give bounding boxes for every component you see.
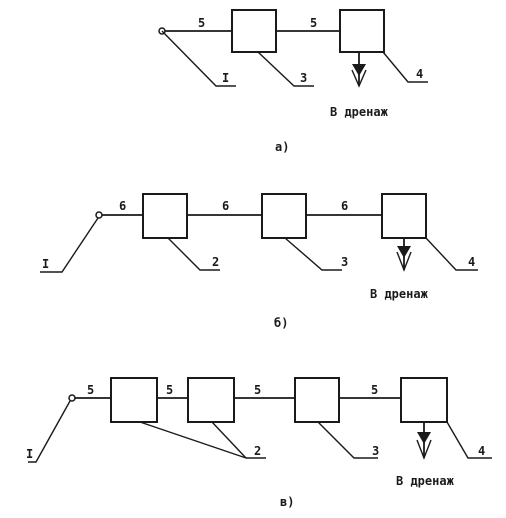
callout-3: 3 — [372, 444, 379, 458]
callout-2: 2 — [212, 255, 219, 269]
inlet-valve — [95, 211, 103, 219]
leader-1 — [161, 30, 236, 87]
callout-2: 2 — [254, 444, 261, 458]
unit-4 — [400, 377, 448, 423]
leader-2b — [211, 421, 247, 459]
unit-2 — [142, 193, 188, 239]
drain-outlet — [351, 69, 367, 88]
drain-outlet — [396, 251, 412, 272]
unit-2a — [110, 377, 158, 423]
drain-label: В дренаж — [370, 287, 429, 301]
leader-1 — [28, 400, 71, 463]
pipe-label: 5 — [310, 16, 317, 30]
leader-4 — [425, 237, 478, 271]
leader-4 — [446, 421, 492, 459]
unit-2b — [187, 377, 235, 423]
drain-arrow — [352, 64, 366, 76]
unit-4 — [381, 193, 427, 239]
leader-3 — [284, 237, 342, 271]
diagram-b: 6 6 6 I 2 3 4 В дренаж б) — [40, 193, 478, 330]
callout-4: 4 — [416, 67, 423, 81]
diagram-a: 5 5 I 3 4 В дренаж а) — [158, 9, 428, 154]
callout-3: 3 — [341, 255, 348, 269]
pipe-label: 5 — [254, 383, 261, 397]
drain-label: В дренаж — [330, 105, 389, 119]
drain-arrow — [397, 246, 411, 258]
callout-3: 3 — [300, 71, 307, 85]
unit-3 — [261, 193, 307, 239]
drain-label: В дренаж — [396, 474, 455, 488]
unit-4 — [339, 9, 385, 53]
diagram-c: 5 5 5 5 I 2 3 4 В дренаж в) — [26, 377, 492, 509]
pipe-label: 6 — [119, 199, 126, 213]
callout-1: I — [26, 447, 33, 461]
drain-outlet — [416, 439, 432, 460]
inlet-valve — [68, 394, 76, 402]
unit-3 — [231, 9, 277, 53]
caption-c: в) — [280, 495, 294, 509]
pipe-label: 6 — [222, 199, 229, 213]
pipe-label: 6 — [341, 199, 348, 213]
callout-4: 4 — [478, 444, 485, 458]
pipe-label: 5 — [166, 383, 173, 397]
callout-1: I — [42, 257, 49, 271]
leader-2a — [139, 421, 247, 459]
pipe-label: 5 — [371, 383, 378, 397]
callout-4: 4 — [468, 255, 475, 269]
leader-4 — [382, 51, 428, 83]
leader-1 — [40, 217, 99, 273]
leader-3 — [257, 51, 314, 87]
drain-arrow — [417, 432, 431, 444]
caption-b: б) — [274, 316, 288, 330]
leader-2 — [167, 237, 220, 271]
callout-1: I — [222, 71, 229, 85]
pipe-label: 5 — [198, 16, 205, 30]
caption-a: а) — [275, 140, 289, 154]
leader-3 — [317, 421, 378, 459]
pipe-label: 5 — [87, 383, 94, 397]
unit-3 — [294, 377, 340, 423]
